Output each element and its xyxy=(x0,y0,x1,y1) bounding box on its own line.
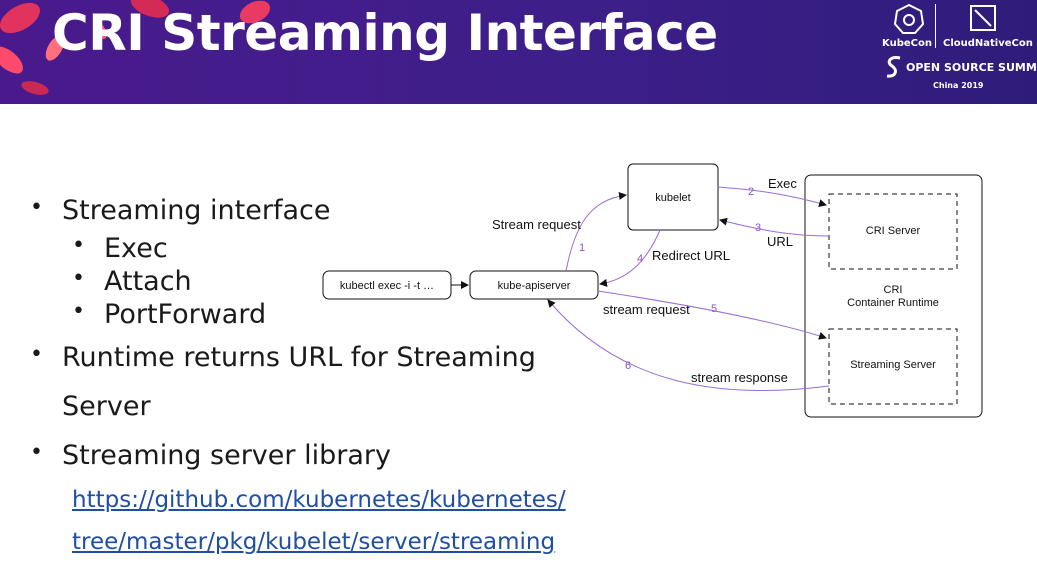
edge-3-number: 3 xyxy=(755,222,761,234)
header-banner: CRI Streaming Interface KubeCon CloudNat… xyxy=(0,0,1037,104)
bullet-text: Streaming server library xyxy=(62,440,391,471)
edge-1 xyxy=(565,192,627,272)
edge-3-label: URL xyxy=(767,234,793,249)
edge-6-label: stream response xyxy=(691,370,788,385)
streaming-server-box xyxy=(828,328,958,405)
kubectl-label: kubectl exec -i -t … xyxy=(340,280,434,292)
summit-logo-text: OPEN SOURCE SUMMIT xyxy=(906,61,1037,74)
edge-2 xyxy=(717,186,827,207)
github-link-line2[interactable]: tree/master/pkg/kubelet/server/streaming xyxy=(72,529,556,555)
bullet-text: PortForward xyxy=(104,299,267,330)
github-link-line1[interactable]: https://github.com/kubernetes/kubernetes… xyxy=(72,487,566,513)
location-text: China 2019 xyxy=(933,81,984,90)
edge-6-number: 6 xyxy=(625,360,631,372)
bullet-text: Exec xyxy=(104,233,168,264)
cri-server-label: CRI Server xyxy=(866,225,921,237)
event-logos: KubeCon CloudNativeCon OPEN SOURCE SUMMI… xyxy=(878,0,1037,104)
apiserver-label: kube-apiserver xyxy=(498,280,571,292)
edge-3 xyxy=(719,217,830,237)
edge-5-label: stream request xyxy=(603,302,690,317)
kubernetes-helm-icon xyxy=(894,4,924,34)
edge-1-number: 1 xyxy=(579,242,585,254)
slide-title: CRI Streaming Interface xyxy=(52,4,718,62)
streaming-server-label: Streaming Server xyxy=(850,359,936,371)
edge-2-number: 2 xyxy=(748,186,754,198)
bullet-text: Streaming interface xyxy=(62,195,331,226)
edge-5 xyxy=(597,290,827,340)
bullet-text: Server xyxy=(62,391,151,422)
edge-2-label: Exec xyxy=(768,176,797,191)
kubecon-logo-text: KubeCon xyxy=(882,38,932,49)
edge-4 xyxy=(599,229,661,287)
edge-6 xyxy=(547,299,830,392)
runtime-label-1: CRI xyxy=(884,284,903,296)
runtime-label-2: Container Runtime xyxy=(847,297,939,309)
floral-decoration xyxy=(0,0,271,95)
cri-server-box xyxy=(828,193,958,270)
kubelet-label: kubelet xyxy=(655,192,690,204)
kubelet-box xyxy=(627,163,719,231)
edge-1-label: Stream request xyxy=(492,217,581,232)
summit-s-icon xyxy=(886,56,901,78)
logo-divider xyxy=(935,4,936,48)
bullet-text: Runtime returns URL for Streaming xyxy=(62,342,536,373)
edge-5-number: 5 xyxy=(711,303,717,315)
cloudnativecon-logo-text: CloudNativeCon xyxy=(943,38,1033,49)
bullet-text: Attach xyxy=(104,266,192,297)
edge-4-number: 4 xyxy=(637,253,643,265)
edge-4-label: Redirect URL xyxy=(652,248,730,263)
apiserver-box xyxy=(469,270,599,300)
cloudnative-icon xyxy=(970,5,996,31)
